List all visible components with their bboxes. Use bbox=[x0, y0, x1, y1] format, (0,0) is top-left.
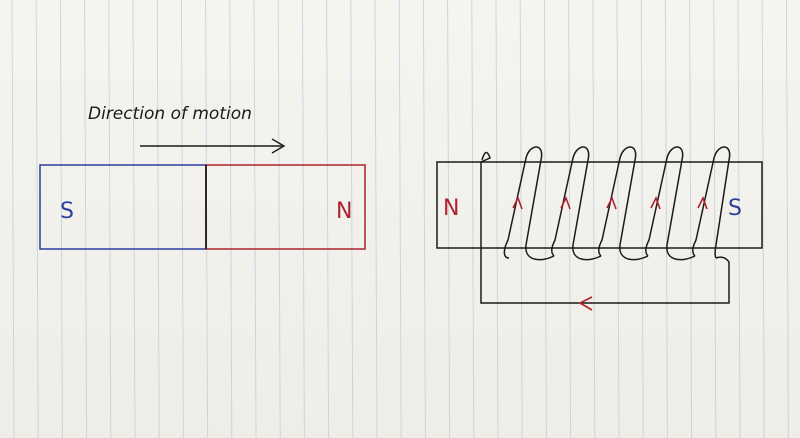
electromagnet-north-label: N bbox=[443, 196, 459, 221]
electromagnet-south-label: S bbox=[728, 196, 742, 221]
ruled-line bbox=[543, 0, 547, 438]
coil bbox=[503, 146, 731, 261]
ruled-line bbox=[59, 0, 63, 438]
ruled-line bbox=[84, 0, 88, 438]
ruled-line bbox=[132, 0, 136, 438]
ruled-line bbox=[398, 0, 402, 438]
electromagnet-core bbox=[436, 161, 763, 249]
ruled-line bbox=[108, 0, 112, 438]
ruled-line bbox=[253, 0, 257, 438]
electromagnet: N S bbox=[436, 146, 763, 311]
bar-magnet-south-label: S bbox=[60, 199, 74, 224]
bar-magnet-north-label: N bbox=[336, 199, 352, 224]
ruled-line bbox=[495, 0, 499, 438]
coil-turn bbox=[598, 146, 649, 261]
circuit-wire bbox=[480, 151, 730, 304]
ruled-line bbox=[326, 0, 330, 438]
ruled-line bbox=[737, 0, 741, 438]
ruled-line bbox=[519, 0, 523, 438]
ruled-line bbox=[471, 0, 475, 438]
coil-turn bbox=[645, 146, 696, 261]
motion-arrow bbox=[140, 138, 286, 154]
ruled-line bbox=[713, 0, 717, 438]
ruled-line bbox=[640, 0, 644, 438]
ruled-line bbox=[422, 0, 426, 438]
ruled-line bbox=[616, 0, 620, 438]
coil-turn bbox=[692, 146, 731, 259]
ruled-line bbox=[277, 0, 281, 438]
ruled-line bbox=[374, 0, 378, 438]
bar-magnet: S N bbox=[39, 164, 366, 250]
current-arrow-up bbox=[606, 195, 617, 210]
ruled-line bbox=[689, 0, 693, 438]
ruled-line bbox=[180, 0, 184, 438]
ruled-line bbox=[11, 0, 15, 438]
ruled-line bbox=[761, 0, 765, 438]
ruled-line bbox=[35, 0, 39, 438]
motion-caption: Direction of motion bbox=[88, 104, 252, 124]
ruled-line bbox=[301, 0, 305, 438]
current-arrows bbox=[512, 195, 708, 311]
ruled-line bbox=[229, 0, 233, 438]
current-arrow-left bbox=[578, 296, 593, 311]
ruled-line bbox=[592, 0, 596, 438]
ruled-line bbox=[664, 0, 668, 438]
current-arrow-up bbox=[512, 195, 523, 210]
ruled-line bbox=[447, 0, 451, 438]
current-arrow-up bbox=[697, 195, 708, 210]
ruled-line bbox=[785, 0, 789, 438]
coil-turn bbox=[503, 146, 555, 261]
ruled-line bbox=[350, 0, 354, 438]
ruled-line bbox=[568, 0, 572, 438]
current-arrow-up bbox=[560, 195, 571, 210]
current-arrow-up bbox=[650, 195, 661, 210]
ruled-line bbox=[156, 0, 160, 438]
coil-turn bbox=[551, 146, 602, 261]
